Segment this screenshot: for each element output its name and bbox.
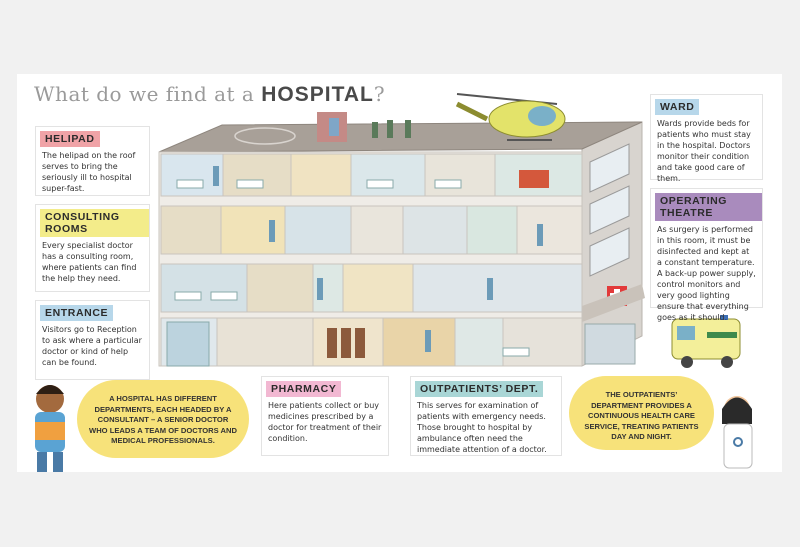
helicopter-icon: [455, 93, 566, 141]
staff-figures: [213, 166, 543, 352]
title-suffix: ?: [373, 82, 386, 106]
floor-top: [160, 153, 583, 197]
floor-ground: [160, 317, 583, 367]
speech-bubble-right-text: THE OUTPATIENTS’ DEPARTMENT PROVIDES A C…: [584, 390, 699, 441]
cabinets: [327, 328, 365, 358]
label-consulting-rooms-text: Every specialist doctor has a consulting…: [42, 241, 137, 283]
speech-bubble-right: THE OUTPATIENTS’ DEPARTMENT PROVIDES A C…: [569, 376, 714, 450]
label-helipad: HELIPAD The helipad on the roof serves t…: [35, 126, 150, 196]
label-entrance-heading: ENTRANCE: [40, 305, 114, 321]
label-outpatients: OUTPATIENTS’ DEPT. This serves for exami…: [410, 376, 562, 456]
title-emphasis: HOSPITAL: [261, 83, 374, 106]
label-helipad-heading: HELIPAD: [40, 131, 100, 147]
label-operating-theatre-text: As surgery is performed in this room, it…: [657, 225, 756, 322]
hospital-illustration: [35, 93, 753, 472]
book-page: What do we find at a HOSPITAL?: [17, 74, 782, 472]
label-ward-text: Wards provide beds for patients who must…: [657, 119, 751, 183]
beds: [174, 179, 530, 357]
title-prefix: What do we find at a: [34, 82, 262, 106]
label-ward-heading: WARD: [655, 99, 700, 115]
speech-bubble-left-text: A HOSPITAL HAS DIFFERENT DEPARTMENTS, EA…: [89, 394, 237, 445]
entrance-door: [166, 321, 210, 367]
label-entrance-text: Visitors go to Reception to ask where a …: [42, 325, 142, 367]
label-entrance: ENTRANCE Visitors go to Reception to ask…: [35, 300, 150, 380]
label-outpatients-heading: OUTPATIENTS’ DEPT.: [415, 381, 544, 397]
doctor-left-figure: [35, 385, 65, 472]
floor-third: [160, 263, 583, 313]
hospital-roof: [158, 121, 643, 153]
label-consulting-rooms: CONSULTING ROOMS Every specialist doctor…: [35, 204, 150, 292]
label-outpatients-text: This serves for examination of patients …: [417, 401, 547, 454]
ambulance-icon: [671, 315, 741, 368]
doctor-right-figure: [722, 396, 753, 469]
label-consulting-rooms-heading: CONSULTING ROOMS: [40, 209, 149, 237]
label-pharmacy-heading: PHARMACY: [266, 381, 342, 397]
floor-second: [160, 205, 583, 255]
label-pharmacy: PHARMACY Here patients collect or buy me…: [261, 376, 389, 456]
speech-bubble-left: A HOSPITAL HAS DIFFERENT DEPARTMENTS, EA…: [77, 380, 249, 458]
label-operating-theatre-heading: OPERATING THEATRE: [655, 193, 762, 221]
roof-people: [372, 120, 411, 138]
emergency-canopy: [582, 284, 645, 322]
red-sofa: [519, 170, 549, 188]
side-windows: [589, 143, 630, 277]
helipad-mark: [234, 127, 296, 145]
label-pharmacy-text: Here patients collect or buy medicines p…: [268, 401, 382, 443]
label-ward: WARD Wards provide beds for patients who…: [650, 94, 763, 183]
label-operating-theatre: OPERATING THEATRE As surgery is performe…: [650, 188, 763, 322]
page-title: What do we find at a HOSPITAL?: [34, 82, 385, 107]
label-helipad-text: The helipad on the roof serves to bring …: [42, 151, 136, 193]
